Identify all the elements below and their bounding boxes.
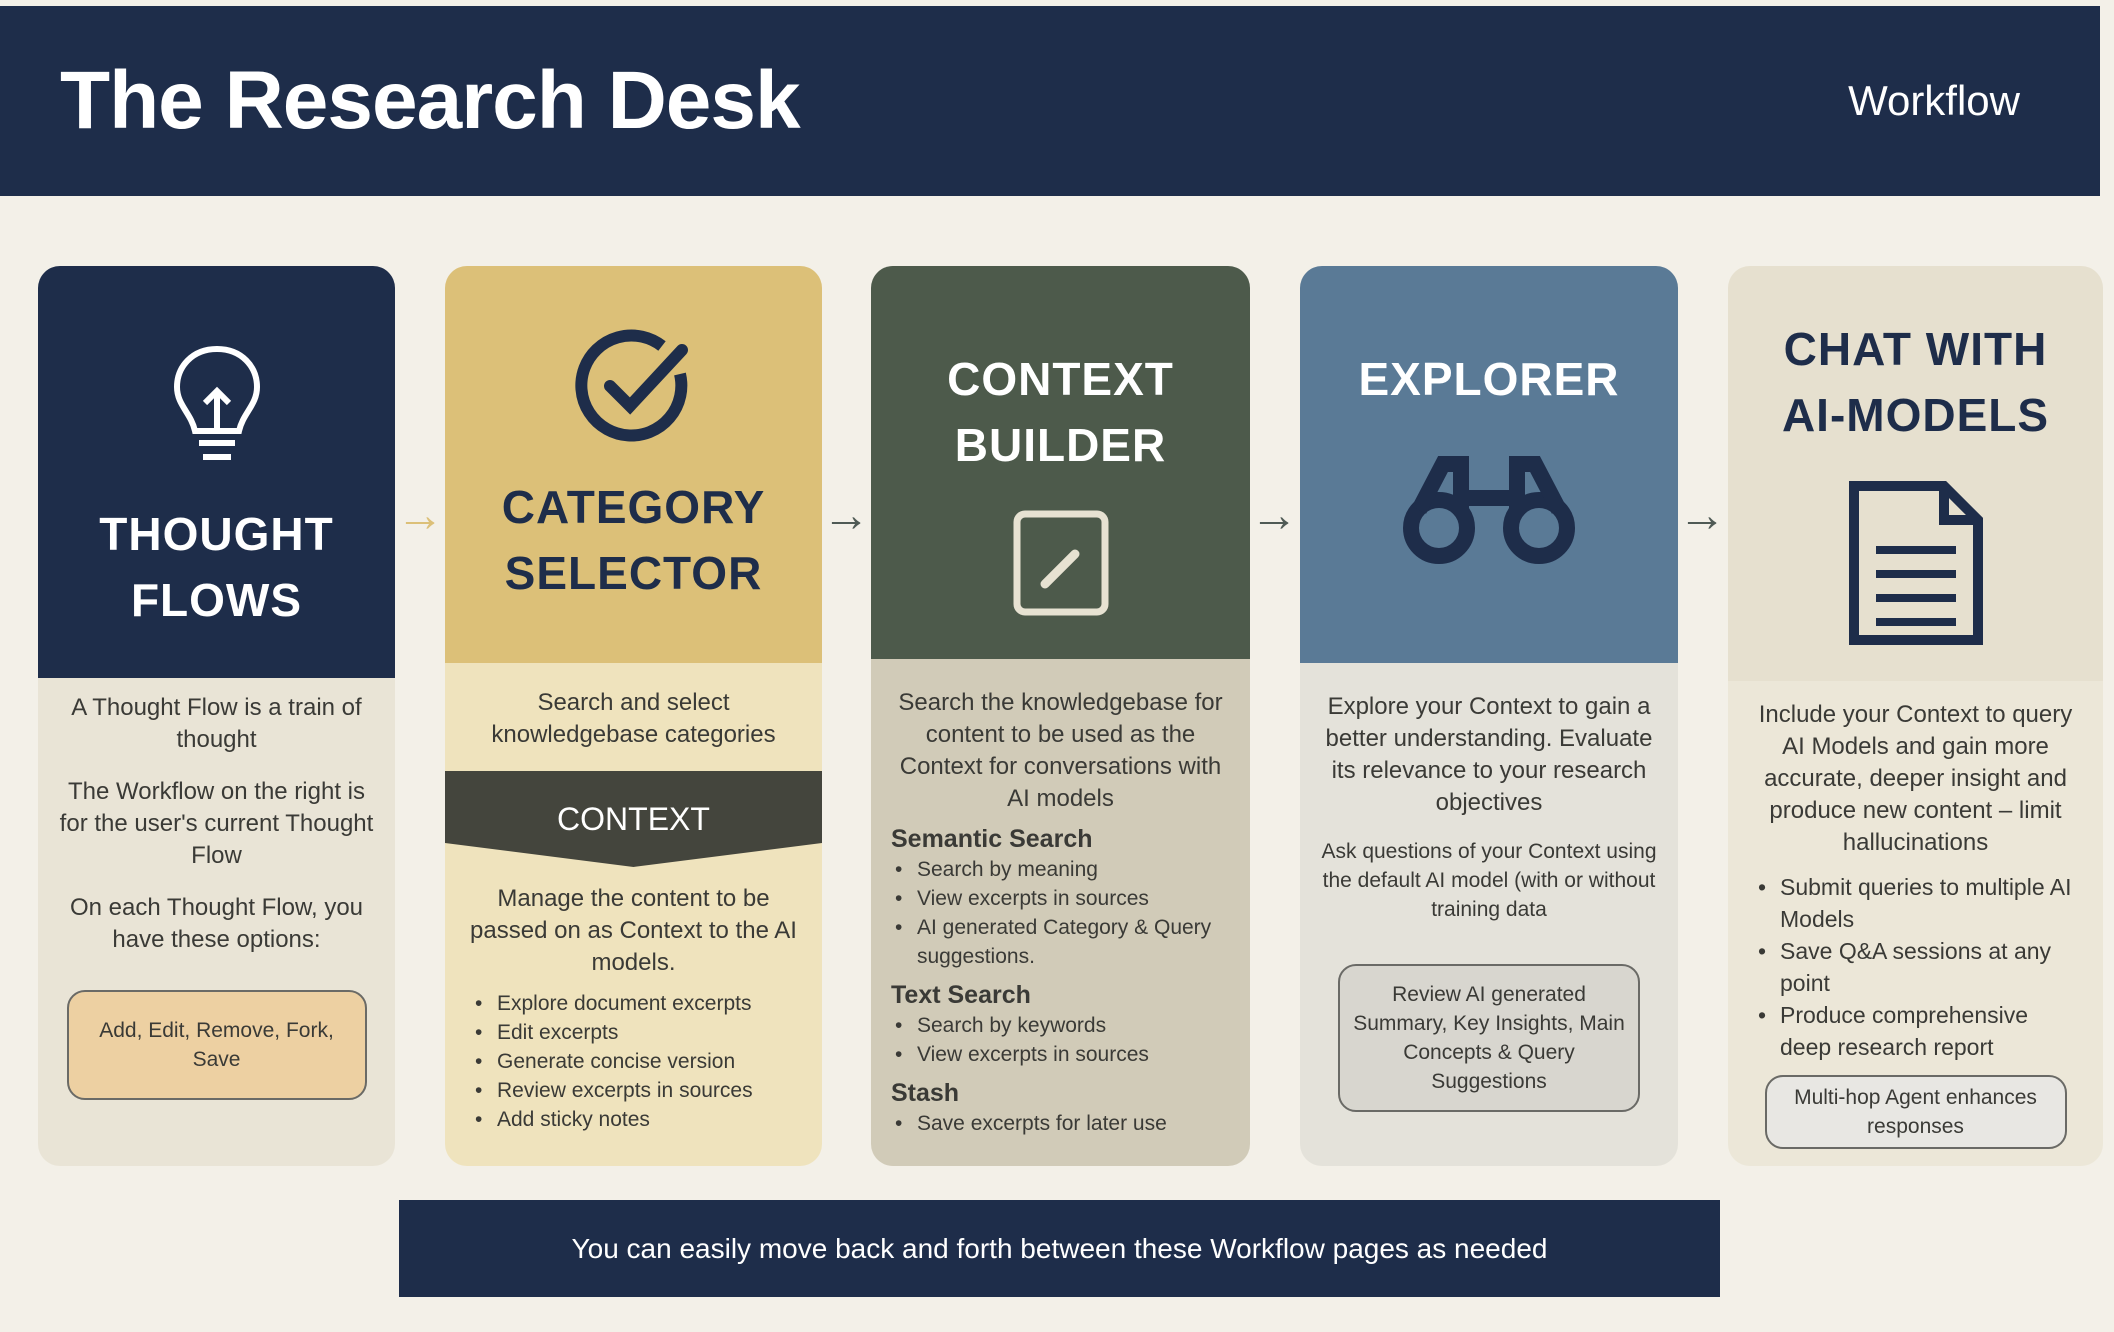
workflow-nav-label[interactable]: Workflow <box>1848 77 2020 124</box>
card-body: Search and select knowledgebase categori… <box>445 663 822 1166</box>
arrow-right-icon: → <box>822 489 870 542</box>
feature-list: Submit queries to multiple AI Models Sav… <box>1748 871 2083 1063</box>
feature-list: Save excerpts for later use <box>891 1109 1230 1138</box>
summary-box: Review AI generated Summary, Key Insight… <box>1338 964 1640 1112</box>
header: The Research Desk Workflow <box>0 6 2100 196</box>
list-item: Search by keywords <box>891 1011 1230 1040</box>
list-item: Produce comprehensive deep research repo… <box>1754 999 2083 1063</box>
list-item: Submit queries to multiple AI Models <box>1754 871 2083 935</box>
list-item: Generate concise version <box>471 1047 802 1076</box>
list-item: View excerpts in sources <box>891 1040 1230 1069</box>
card-header: CONTEXT BUILDER <box>871 266 1250 659</box>
section-heading: Semantic Search <box>891 825 1093 853</box>
card-body: A Thought Flow is a train of thought The… <box>38 678 395 1166</box>
list-item: Add sticky notes <box>471 1105 802 1134</box>
list-item: Save excerpts for later use <box>891 1109 1230 1138</box>
card-title-line: EXPLORER <box>1358 353 1620 405</box>
card-title-line: AI-MODELS <box>1781 389 2050 441</box>
card-header: CHAT WITH AI-MODELS <box>1728 266 2103 681</box>
check-circle-icon <box>574 329 688 441</box>
description: Manage the content to be passed on as Co… <box>470 885 797 976</box>
card-explorer[interactable]: EXPLORER Explore your Context to gain a … <box>1300 266 1678 1166</box>
document-icon <box>1848 481 1983 645</box>
card-chat-with-ai-models[interactable]: CHAT WITH AI-MODELS Include your Context … <box>1728 266 2103 1166</box>
card-title-line: CATEGORY <box>501 480 766 533</box>
footer-banner: You can easily move back and forth betwe… <box>399 1200 1720 1297</box>
page-title: The Research Desk <box>60 55 801 146</box>
list-item: Explore document excerpts <box>471 989 802 1018</box>
card-title-line: BUILDER <box>954 419 1167 471</box>
list-item: Review excerpts in sources <box>471 1076 802 1105</box>
card-header: CATEGORY SELECTOR <box>445 266 822 663</box>
card-title-line: CONTEXT <box>947 353 1174 405</box>
card-title-line: CHAT WITH <box>1783 323 2048 375</box>
feature-list: Explore document excerpts Edit excerpts … <box>465 989 802 1134</box>
section-heading: Text Search <box>891 981 1031 1009</box>
feature-list: Search by meaningView excerpts in source… <box>891 855 1230 971</box>
context-banner: CONTEXT <box>445 771 822 867</box>
description: The Workflow on the right is for the use… <box>59 778 374 869</box>
card-title-line: THOUGHT <box>99 508 334 560</box>
card-title-line: FLOWS <box>130 574 303 626</box>
list-item: Save Q&A sessions at any point <box>1754 935 2083 999</box>
arrow-right-icon: → <box>1250 489 1298 542</box>
agent-box: Multi-hop Agent enhances responses <box>1764 1075 2067 1149</box>
card-title-line: SELECTOR <box>504 546 763 599</box>
edit-square-icon <box>1013 510 1108 616</box>
description: Explore your Context to gain a better un… <box>1325 693 1653 816</box>
description: Include your Context to query AI Models … <box>1758 701 2073 856</box>
card-body: Include your Context to query AI Models … <box>1728 681 2103 1166</box>
description: On each Thought Flow, you have these opt… <box>69 894 364 953</box>
card-header: THOUGHT FLOWS <box>38 266 395 678</box>
feature-list: Search by keywordsView excerpts in sourc… <box>891 1011 1230 1069</box>
card-thought-flows[interactable]: THOUGHT FLOWS A Thought Flow is a train o… <box>38 266 395 1166</box>
card-header: EXPLORER <box>1300 266 1678 663</box>
list-item: AI generated Category & Query suggestion… <box>891 913 1230 971</box>
list-item: Edit excerpts <box>471 1018 802 1047</box>
description: Search the knowledgebase for content to … <box>898 689 1223 812</box>
arrow-right-icon: → <box>396 489 444 542</box>
description: Search and select knowledgebase categori… <box>491 689 776 748</box>
description: Ask questions of your Context using the … <box>1321 840 1657 921</box>
lightbulb-icon <box>173 345 260 460</box>
options-box: Add, Edit, Remove, Fork, Save <box>66 990 367 1100</box>
arrow-right-icon: → <box>1678 489 1726 542</box>
card-context-builder[interactable]: CONTEXT BUILDER Search the knowledgebase … <box>871 266 1250 1166</box>
card-body: Explore your Context to gain a better un… <box>1300 663 1678 1166</box>
section-heading: Stash <box>891 1079 960 1107</box>
list-item: Search by meaning <box>891 855 1230 884</box>
card-body: Search the knowledgebase for content to … <box>871 659 1250 1166</box>
description: A Thought Flow is a train of thought <box>71 694 362 753</box>
card-category-selector[interactable]: CATEGORY SELECTOR Search and select knowl… <box>445 266 822 1166</box>
list-item: View excerpts in sources <box>891 884 1230 913</box>
binoculars-icon <box>1403 456 1575 564</box>
